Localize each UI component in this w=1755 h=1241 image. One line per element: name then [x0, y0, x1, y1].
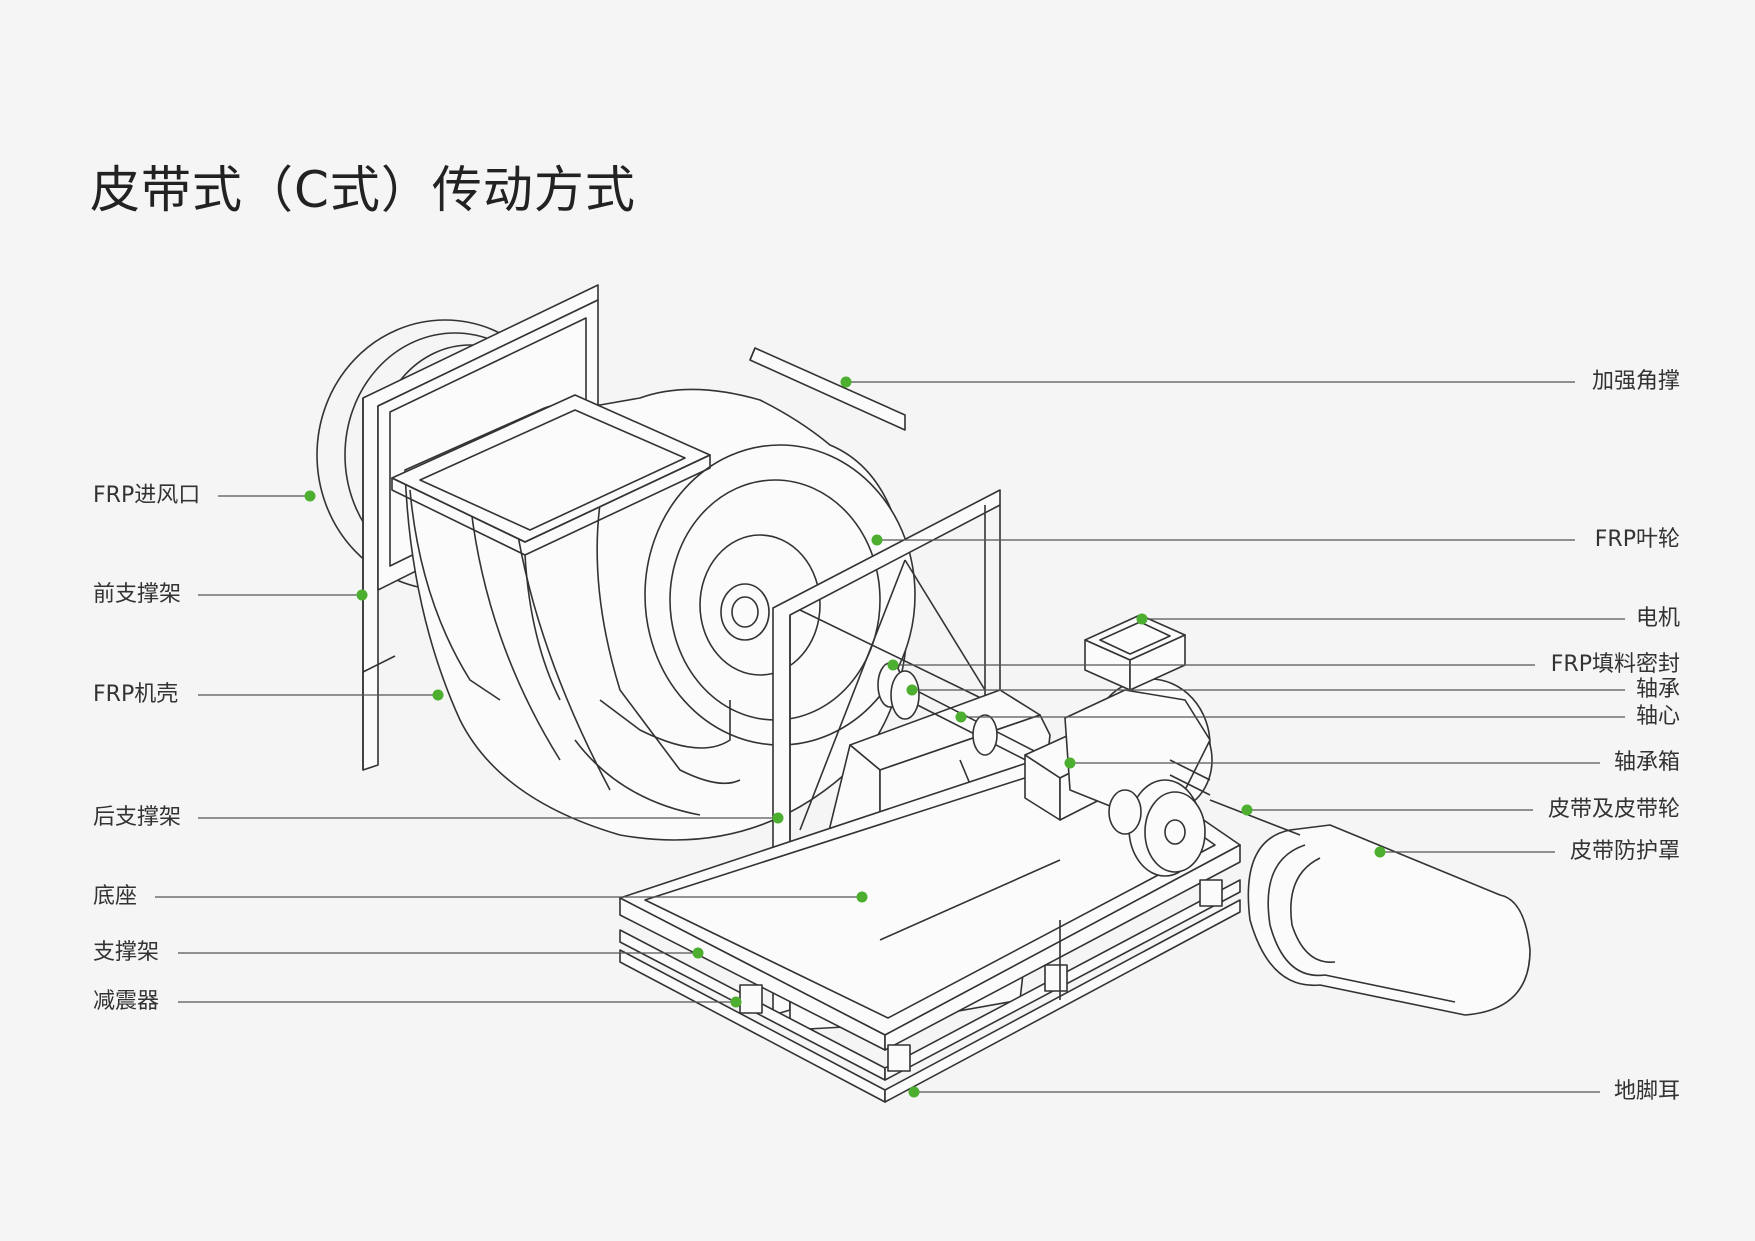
label-support-frame: 支撑架	[93, 940, 160, 965]
label-bearing-box: 轴承箱	[1613, 750, 1680, 775]
marker-base	[856, 891, 868, 903]
label-motor: 电机	[1635, 606, 1680, 631]
label-inlet: FRP进风口	[93, 483, 201, 508]
marker-belt-pulley	[1241, 804, 1253, 816]
label-packing-seal: FRP填料密封	[1550, 652, 1680, 677]
label-reinforce-brace: 加强角撑	[1591, 369, 1680, 394]
marker-front-bracket	[356, 589, 368, 601]
rear-bracket-drawing	[772, 489, 1001, 1016]
label-belt-guard: 皮带防护罩	[1569, 839, 1680, 864]
label-belt-pulley: 皮带及皮带轮	[1547, 797, 1680, 822]
marker-reinforce-brace	[840, 376, 852, 388]
marker-bearing-box	[1064, 757, 1076, 769]
marker-foot-lug	[908, 1086, 920, 1098]
label-shaft: 轴心	[1635, 704, 1680, 729]
label-foot-lug: 地脚耳	[1613, 1079, 1680, 1104]
marker-support-frame	[692, 947, 704, 959]
marker-bearing	[906, 684, 918, 696]
page-title: 皮带式（C式）传动方式	[90, 161, 636, 219]
outlet-drawing	[391, 394, 711, 701]
brace-drawing	[749, 347, 906, 431]
label-rear-bracket: 后支撑架	[93, 805, 182, 830]
marker-damper	[730, 996, 742, 1008]
base-frame-drawing	[619, 741, 1241, 1103]
label-front-bracket: 前支撑架	[93, 582, 182, 607]
label-housing: FRP机壳	[93, 682, 179, 707]
belt-guard-drawing	[1209, 799, 1531, 1016]
label-base: 底座	[93, 884, 138, 909]
marker-inlet	[304, 490, 316, 502]
label-damper: 减震器	[93, 989, 160, 1014]
marker-belt-guard	[1374, 846, 1386, 858]
marker-shaft	[955, 711, 967, 723]
marker-packing-seal	[887, 659, 899, 671]
marker-impeller	[871, 534, 883, 546]
marker-housing	[432, 689, 444, 701]
pulley-drawing	[1108, 779, 1206, 877]
marker-rear-bracket	[772, 812, 784, 824]
label-impeller: FRP叶轮	[1594, 527, 1680, 552]
label-bearing: 轴承	[1635, 677, 1680, 702]
marker-motor	[1136, 613, 1148, 625]
